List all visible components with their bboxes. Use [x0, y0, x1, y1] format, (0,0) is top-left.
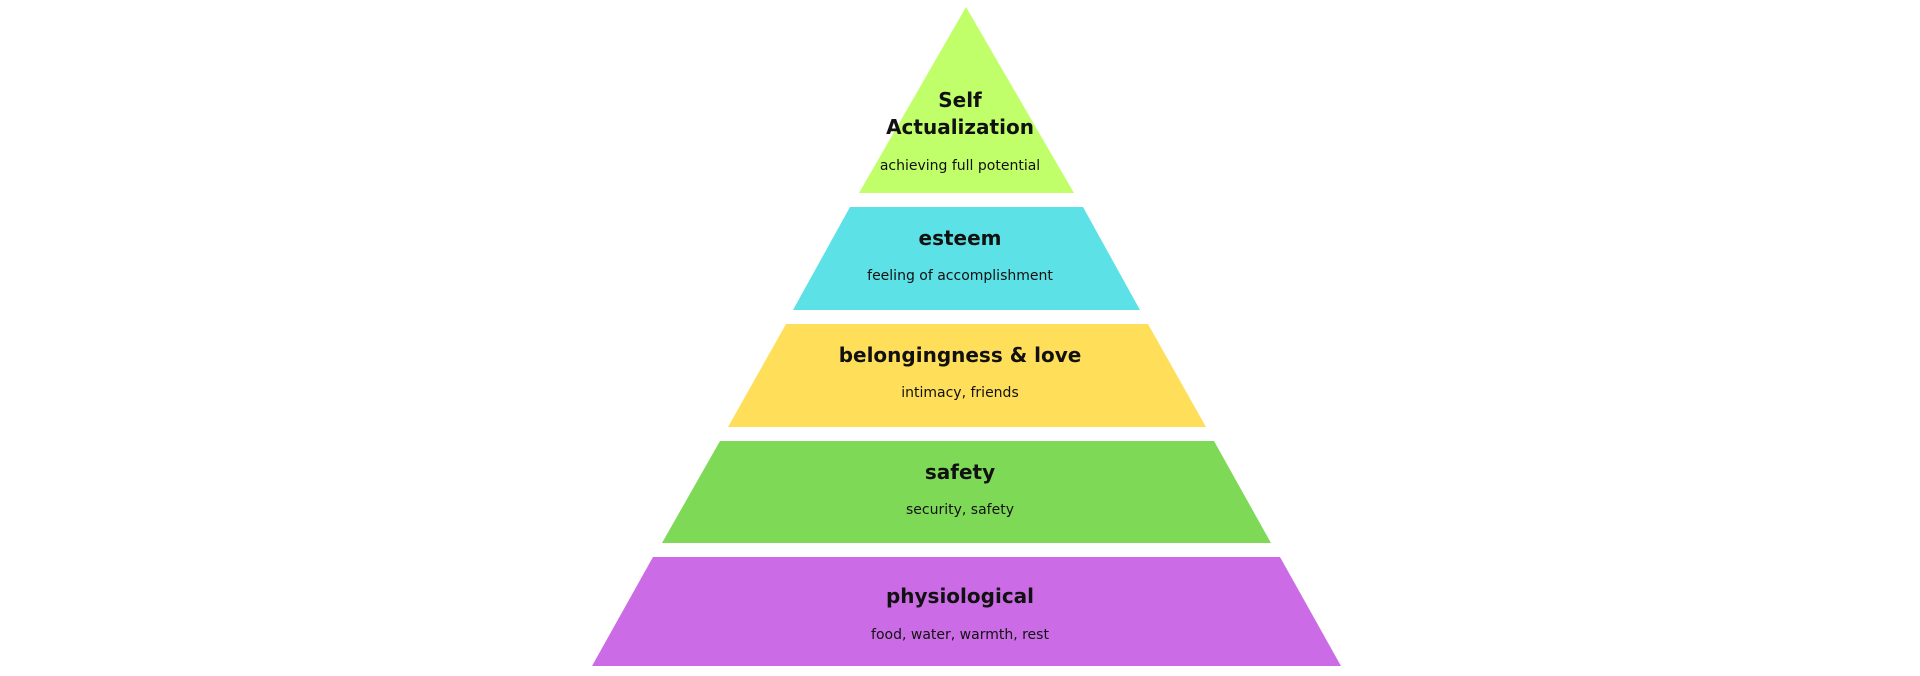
tier-belongingness-shape	[728, 324, 1206, 427]
tier-self-actualization-shape	[859, 7, 1074, 193]
tier-physiological-subtitle: food, water, warmth, rest	[871, 627, 1049, 643]
tier-esteem-title: esteem	[918, 226, 1002, 250]
tier-belongingness-subtitle: intimacy, friends	[901, 385, 1019, 401]
tier-safety-subtitle: security, safety	[906, 502, 1014, 518]
tier-self-actualization-title-line2: Actualization	[886, 115, 1034, 139]
tier-self-actualization-title-line1: Self	[938, 88, 982, 112]
tier-esteem-subtitle: feeling of accomplishment	[867, 268, 1053, 284]
tier-safety-title: safety	[924, 460, 996, 484]
tier-safety-shape	[662, 441, 1271, 543]
tier-self-actualization-subtitle: achieving full potential	[879, 158, 1041, 174]
tier-esteem-shape	[793, 207, 1140, 310]
tier-belongingness-title: belongingness & love	[838, 343, 1082, 367]
tier-physiological-title: physiological	[885, 584, 1035, 608]
tier-physiological-shape	[592, 557, 1341, 666]
